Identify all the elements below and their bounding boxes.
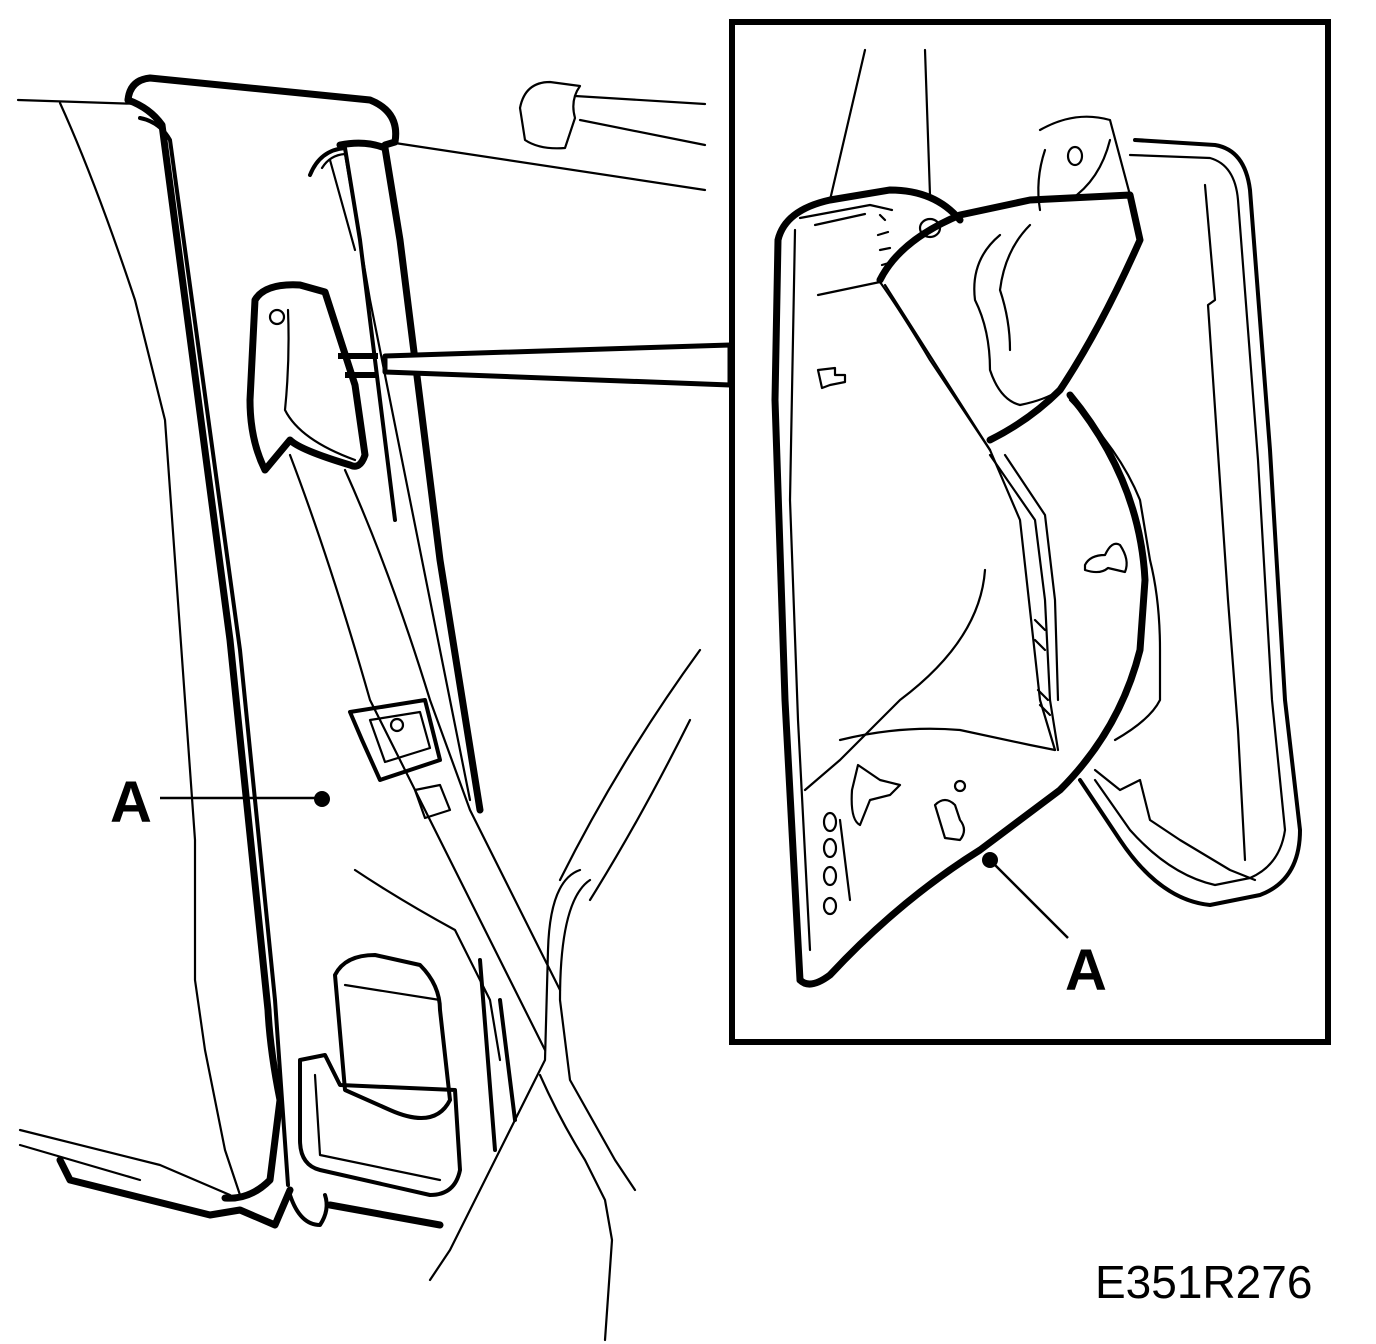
latch-plate-window xyxy=(368,710,432,764)
detail-slot-2 xyxy=(822,837,838,859)
roof-edge-line xyxy=(16,98,142,106)
callout-leader-detail xyxy=(991,861,1069,939)
detail-belt-stitching xyxy=(1033,618,1052,717)
zoom-wedge xyxy=(382,342,733,388)
detail-clip-small xyxy=(933,798,966,842)
lower-trim-edge xyxy=(353,868,502,1062)
detail-clip-right xyxy=(1083,542,1128,574)
detail-slot-1 xyxy=(822,811,838,833)
storage-bin-inner xyxy=(313,1073,442,1182)
seat-belt-right-edge xyxy=(343,468,562,992)
retractor-cutout xyxy=(333,953,452,1120)
main-view: A xyxy=(16,74,707,1342)
grab-handle xyxy=(518,80,582,150)
detail-slot-4 xyxy=(822,896,838,916)
headliner-edge xyxy=(393,141,707,192)
belt-anchor-cover xyxy=(246,281,369,474)
removed-panel-clip-edge xyxy=(1093,768,1257,882)
sill-line-1 xyxy=(18,1128,232,1197)
headliner-edge-upper xyxy=(578,118,707,147)
detail-panel-contour xyxy=(803,568,987,792)
sill-trim xyxy=(56,1156,294,1229)
groove-strip-b xyxy=(498,998,517,1122)
detail-trim-top-edge xyxy=(798,203,894,220)
detail-anchor-bolt xyxy=(1066,145,1084,167)
door-seal-inner xyxy=(138,116,290,1187)
seat-back-edge xyxy=(428,868,582,1282)
detail-pillar-line-1 xyxy=(828,48,867,202)
detail-slot-rail xyxy=(838,818,852,902)
detail-belt-edge-left xyxy=(816,280,1057,752)
callout-dot-detail xyxy=(982,852,998,868)
removed-panel-rib xyxy=(1203,183,1247,862)
pillar-trim-line-2 xyxy=(328,158,357,252)
callout-label-detail: A xyxy=(1065,938,1107,1003)
seat-back-outline xyxy=(558,648,702,882)
door-edge-line xyxy=(58,101,242,1197)
belt-latch-plate xyxy=(348,698,442,782)
detail-anchor-cover xyxy=(876,191,1144,444)
seat-side-bolster xyxy=(558,878,637,1192)
sill-clip xyxy=(288,1193,329,1227)
detail-clip-lower xyxy=(850,763,902,827)
latch-rivet xyxy=(389,717,405,733)
seat-cushion-edge xyxy=(538,1073,614,1342)
seat-back-outline-2 xyxy=(588,718,692,902)
sill-line-2 xyxy=(18,1143,142,1182)
detail-belt-crease xyxy=(883,283,992,452)
detail-anchor-recess xyxy=(973,233,1062,407)
detail-trim-inner-edge xyxy=(788,228,812,952)
detail-panel-rear-edge xyxy=(1068,398,1162,742)
removed-panel-inner xyxy=(1093,153,1287,887)
headliner-top xyxy=(573,94,707,106)
sill-edge xyxy=(326,1201,444,1229)
latch-tongue xyxy=(413,783,452,820)
detail-frame xyxy=(729,19,1331,1045)
detail-trim-panel-lower xyxy=(796,391,1149,988)
detail-slot-3 xyxy=(822,865,838,887)
door-seal-outer xyxy=(124,96,284,1202)
seat-belt-left-edge xyxy=(288,453,547,1052)
detail-trim-panel-outer xyxy=(771,186,964,984)
detail-view: A xyxy=(729,19,1331,1045)
detail-pillar-line-2 xyxy=(923,48,932,197)
detail-trim-bolt xyxy=(918,217,942,239)
detail-trim-top-inner xyxy=(813,212,867,227)
callout-label-main: A xyxy=(110,770,152,835)
figure-code: E351R276 xyxy=(1095,1256,1312,1308)
door-frame-top xyxy=(124,74,400,149)
retractor-cutout-rim xyxy=(343,983,442,1002)
detail-anchor-recess-inner xyxy=(998,223,1032,352)
detail-clip-hole xyxy=(953,779,967,793)
detail-anchor-left xyxy=(1037,148,1047,212)
detail-anchor-fold xyxy=(1068,138,1112,202)
detail-panel-ridge xyxy=(838,727,1057,752)
detail-clip-upper xyxy=(816,366,847,390)
pillar-outer-edge xyxy=(336,139,484,814)
detail-trim-clips xyxy=(876,213,894,267)
removed-panel-outline xyxy=(1078,138,1302,907)
anchor-bolt-hole xyxy=(268,308,286,326)
groove-strip-a xyxy=(478,958,497,1152)
detail-belt-edge-mid xyxy=(988,453,1060,752)
zoom-connector xyxy=(338,342,733,388)
pillar-trim-line xyxy=(320,152,472,802)
detail-belt-edge-right xyxy=(1003,453,1060,702)
callout-dot-main xyxy=(314,791,330,807)
lower-storage-bin xyxy=(298,1053,462,1197)
detail-anchor-top xyxy=(1038,115,1132,197)
anchor-cover-inner xyxy=(283,308,357,462)
